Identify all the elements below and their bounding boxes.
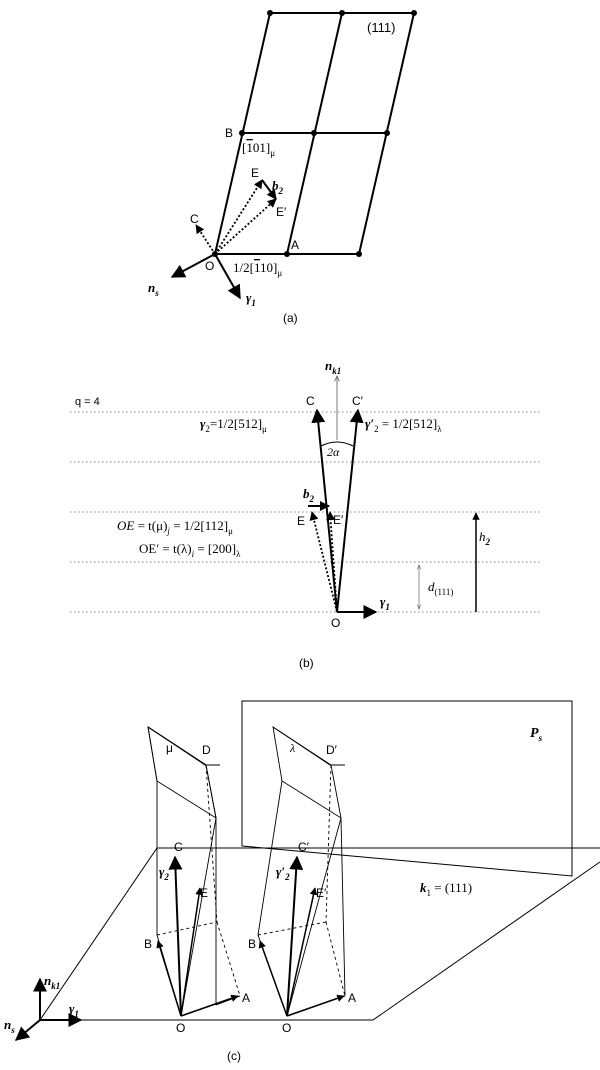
dotted-vectors xyxy=(195,179,277,255)
gamma1-label: γ1 xyxy=(380,594,390,612)
OE-equation: OE = t(μ)j = 1/2[112]μ xyxy=(117,518,233,536)
caption-a: (a) xyxy=(283,311,298,325)
Ps-label: Ps xyxy=(530,726,543,743)
point-D-prime-label: D′ xyxy=(326,743,338,757)
point-C-prime-label: C′ xyxy=(298,840,310,854)
point-E-label: E xyxy=(297,514,305,528)
point-O2-label: O xyxy=(282,1021,291,1035)
gamma2-vector xyxy=(311,408,338,613)
point-C-label: C xyxy=(306,394,315,408)
vector-101-label: [101]μ xyxy=(242,140,275,158)
point-O1-label: O xyxy=(176,1021,185,1035)
gamma2p-label: γ′2 xyxy=(276,864,290,882)
vector-110-label: 1/2[110]μ xyxy=(233,260,282,278)
gamma2p-vector xyxy=(336,408,364,613)
point-B-label: B xyxy=(225,126,233,140)
lambda-label: λ xyxy=(289,741,295,755)
point-C-label: C xyxy=(174,840,183,854)
point-E-prime-label: E′ xyxy=(333,513,344,527)
gamma1-vector xyxy=(214,253,241,300)
panel-b: q = 4 nk1 2α C C′ γ2=1/2[512]μ γ′2 = 1/2… xyxy=(70,358,540,670)
point-B2-label: B xyxy=(248,937,256,951)
h2-label: h2 xyxy=(479,529,491,547)
layer-lines xyxy=(70,411,540,613)
b2-vector xyxy=(261,179,277,200)
nk1-label: nk1 xyxy=(44,973,60,991)
caption-c: (c) xyxy=(227,1049,241,1063)
panel-c: Ps μ λ D D′ C C′ γ2 γ′2 E E′ k1 = (111) … xyxy=(4,700,600,1063)
gamma2-label: γ2=1/2[512]μ xyxy=(200,416,267,434)
k1-label: k1 = (111) xyxy=(420,880,472,898)
point-E-label: E xyxy=(200,886,208,900)
mu-label: μ xyxy=(166,741,173,755)
angle-arc xyxy=(320,441,354,447)
d111-label: d(111) xyxy=(428,579,453,597)
gamma1-label: γ1 xyxy=(69,1001,79,1019)
ns-axis xyxy=(14,1019,41,1041)
OEp-vector xyxy=(326,511,338,613)
plane-k1 xyxy=(39,847,600,1021)
OE-vector xyxy=(309,511,338,613)
ns-label: ns xyxy=(4,1017,15,1035)
mu-vectors xyxy=(156,855,239,1017)
panel-a: (111) B [101]μ E b2 E′ C A O 1/2[110]μ n… xyxy=(148,10,417,325)
point-A1-label: A xyxy=(242,991,250,1005)
gamma2p-label: γ′2 = 1/2[512]λ xyxy=(365,416,442,434)
point-C-label: C xyxy=(190,212,199,226)
ns-label: ns xyxy=(148,280,159,298)
point-A-label: A xyxy=(291,238,299,252)
b2-label: b2 xyxy=(272,178,284,196)
nk1-label: nk1 xyxy=(325,358,341,376)
plane-Ps xyxy=(241,700,573,877)
ns-vector xyxy=(170,253,216,278)
q-label: q = 4 xyxy=(75,396,100,408)
point-C-prime-label: C′ xyxy=(352,394,364,408)
caption-b: (b) xyxy=(299,656,314,670)
gamma1-label: γ1 xyxy=(246,290,256,308)
point-E-prime-label: E′ xyxy=(276,205,287,219)
lambda-vectors xyxy=(258,855,345,1017)
b2-label: b2 xyxy=(303,486,315,504)
point-E-label: E xyxy=(251,166,259,180)
point-A2-label: A xyxy=(348,991,356,1005)
plane-label: (111) xyxy=(367,20,395,35)
gamma2-label: γ2 xyxy=(159,864,169,882)
point-O-label: O xyxy=(331,616,340,630)
point-B1-label: B xyxy=(144,937,152,951)
lattice-nodes xyxy=(212,10,417,257)
point-D-label: D xyxy=(202,743,211,757)
point-E-prime-label: E′ xyxy=(316,886,327,900)
OEp-equation: OE′ = t(λ)i = [200]λ xyxy=(139,541,241,559)
angle-label: 2α xyxy=(327,445,340,459)
point-O-label: O xyxy=(205,259,214,273)
